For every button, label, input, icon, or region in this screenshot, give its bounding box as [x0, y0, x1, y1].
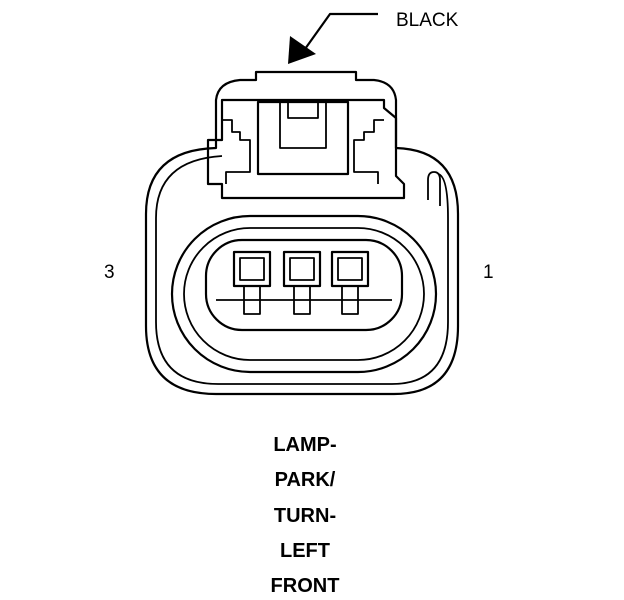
connector-caption: LAMP- PARK/ TURN- LEFT FRONT — [271, 434, 340, 597]
wire-color-callout: BLACK — [288, 10, 459, 64]
terminal-cavity-block — [204, 238, 404, 332]
callout-leader-line — [299, 12, 378, 57]
latch-tab — [256, 100, 350, 176]
terminal-pin-3 — [232, 250, 272, 315]
caption-line: FRONT — [271, 575, 340, 597]
connector-body — [144, 70, 460, 396]
latch-frame-right — [353, 119, 384, 184]
pin-label-right: 1 — [483, 262, 494, 283]
latch-notch-inner — [287, 102, 319, 119]
mating-face-outer — [170, 214, 438, 374]
caption-line: TURN- — [274, 505, 336, 527]
wire-color-label: BLACK — [396, 10, 459, 31]
terminal-pin-2 — [282, 250, 322, 315]
caption-line: LEFT — [280, 540, 330, 562]
latch-frame-left — [222, 119, 251, 184]
latch-notch — [279, 102, 327, 149]
callout-arrowhead — [288, 36, 316, 64]
housing-inner-wall — [155, 155, 449, 385]
side-slot — [427, 171, 441, 206]
caption-line: PARK/ — [275, 469, 336, 491]
caption-line: LAMP- — [273, 434, 336, 456]
pin-label-left: 3 — [104, 262, 115, 283]
terminal-pin-1 — [330, 250, 370, 315]
mating-face-inner — [183, 227, 425, 361]
latch-housing — [206, 98, 406, 200]
